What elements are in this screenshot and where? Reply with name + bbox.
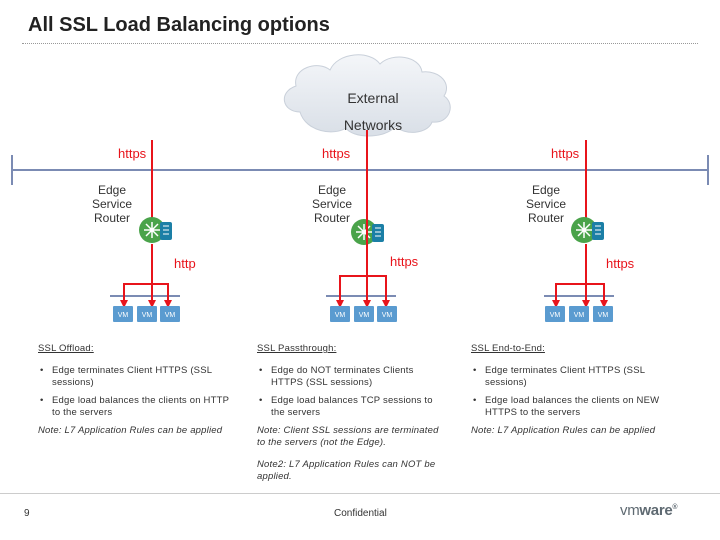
- http-arrow-vm3: [152, 283, 172, 308]
- vm-icon: [113, 306, 133, 322]
- list-item: Edge terminates Client HTTPS (SSL sessio…: [38, 365, 233, 389]
- list-item: Edge do NOT terminates Clients HTTPS (SS…: [257, 365, 447, 389]
- vm-icon: [545, 306, 565, 322]
- external-networks-cloud: [284, 54, 451, 137]
- vm-label: VM: [574, 312, 585, 319]
- column-heading: SSL Offload:: [38, 343, 94, 354]
- vm-icon: [330, 306, 350, 322]
- vm-label: VM: [165, 312, 176, 319]
- vmware-logo: vmware®: [620, 502, 678, 519]
- vm-label: VM: [359, 312, 370, 319]
- router-icon: [351, 219, 384, 245]
- vm-label: VM: [550, 312, 561, 319]
- column-note: Note: L7 Application Rules can be applie…: [471, 425, 656, 436]
- network-diagram: VM VM VM VM VM VM VM VM VM: [11, 54, 709, 322]
- ssl-passthrough-column: SSL Passthrough: Edge do NOT terminates …: [257, 343, 447, 483]
- vm-label: VM: [382, 312, 393, 319]
- protocol-label-https-left: https: [118, 146, 147, 161]
- vm-group-left: [113, 306, 180, 322]
- ssl-end-to-end-column: SSL End-to-End: Edge terminates Client H…: [471, 343, 661, 437]
- protocol-label-https-right: https: [551, 146, 580, 161]
- vm-group-center: [330, 306, 397, 322]
- https-arrow-vm3-center: [367, 275, 390, 308]
- page-title: All SSL Load Balancing options: [28, 14, 330, 36]
- confidential-label: Confidential: [334, 508, 387, 519]
- vm-icon: [377, 306, 397, 322]
- vm-icon: [569, 306, 589, 322]
- column-note: Note: Client SSL sessions are terminated…: [257, 425, 439, 448]
- cloud-label-line2: Networks: [343, 117, 403, 133]
- vm-icon: [593, 306, 613, 322]
- router-icon: [571, 217, 604, 243]
- footer-divider: [0, 493, 720, 494]
- column-heading: SSL Passthrough:: [257, 343, 337, 354]
- cloud-label-line1: External: [347, 90, 399, 106]
- list-item: Edge load balances the clients on NEW HT…: [471, 395, 661, 419]
- list-item: Edge terminates Client HTTPS (SSL sessio…: [471, 365, 661, 389]
- column-note2: Note2: L7 Application Rules can NOT be a…: [257, 459, 436, 482]
- page-number: 9: [24, 508, 30, 519]
- vm-label: VM: [142, 312, 153, 319]
- vm-group-right: [545, 306, 613, 322]
- column-heading: SSL End-to-End:: [471, 343, 545, 354]
- protocol-label-https-right-lower: https: [606, 256, 635, 271]
- vm-icon: [354, 306, 374, 322]
- router-icon: [139, 217, 172, 243]
- list-item: Edge load balances the clients on HTTP t…: [38, 395, 233, 419]
- vm-label: VM: [335, 312, 346, 319]
- title-divider: [22, 43, 698, 44]
- https-arrow-vm3-right: [586, 283, 608, 308]
- ssl-offload-column: SSL Offload: Edge terminates Client HTTP…: [38, 343, 233, 437]
- list-item: Edge load balances TCP sessions to the s…: [257, 395, 447, 419]
- vm-label: VM: [598, 312, 609, 319]
- vm-icon: [137, 306, 157, 322]
- https-arrow-vm1-center: [336, 130, 368, 308]
- protocol-label-http-left: http: [174, 256, 196, 271]
- vm-icon: [160, 306, 180, 322]
- column-note: Note: L7 Application Rules can be applie…: [38, 425, 223, 436]
- protocol-label-https-center-lower: https: [390, 254, 419, 269]
- protocol-label-https-center: https: [322, 146, 351, 161]
- vm-label: VM: [118, 312, 129, 319]
